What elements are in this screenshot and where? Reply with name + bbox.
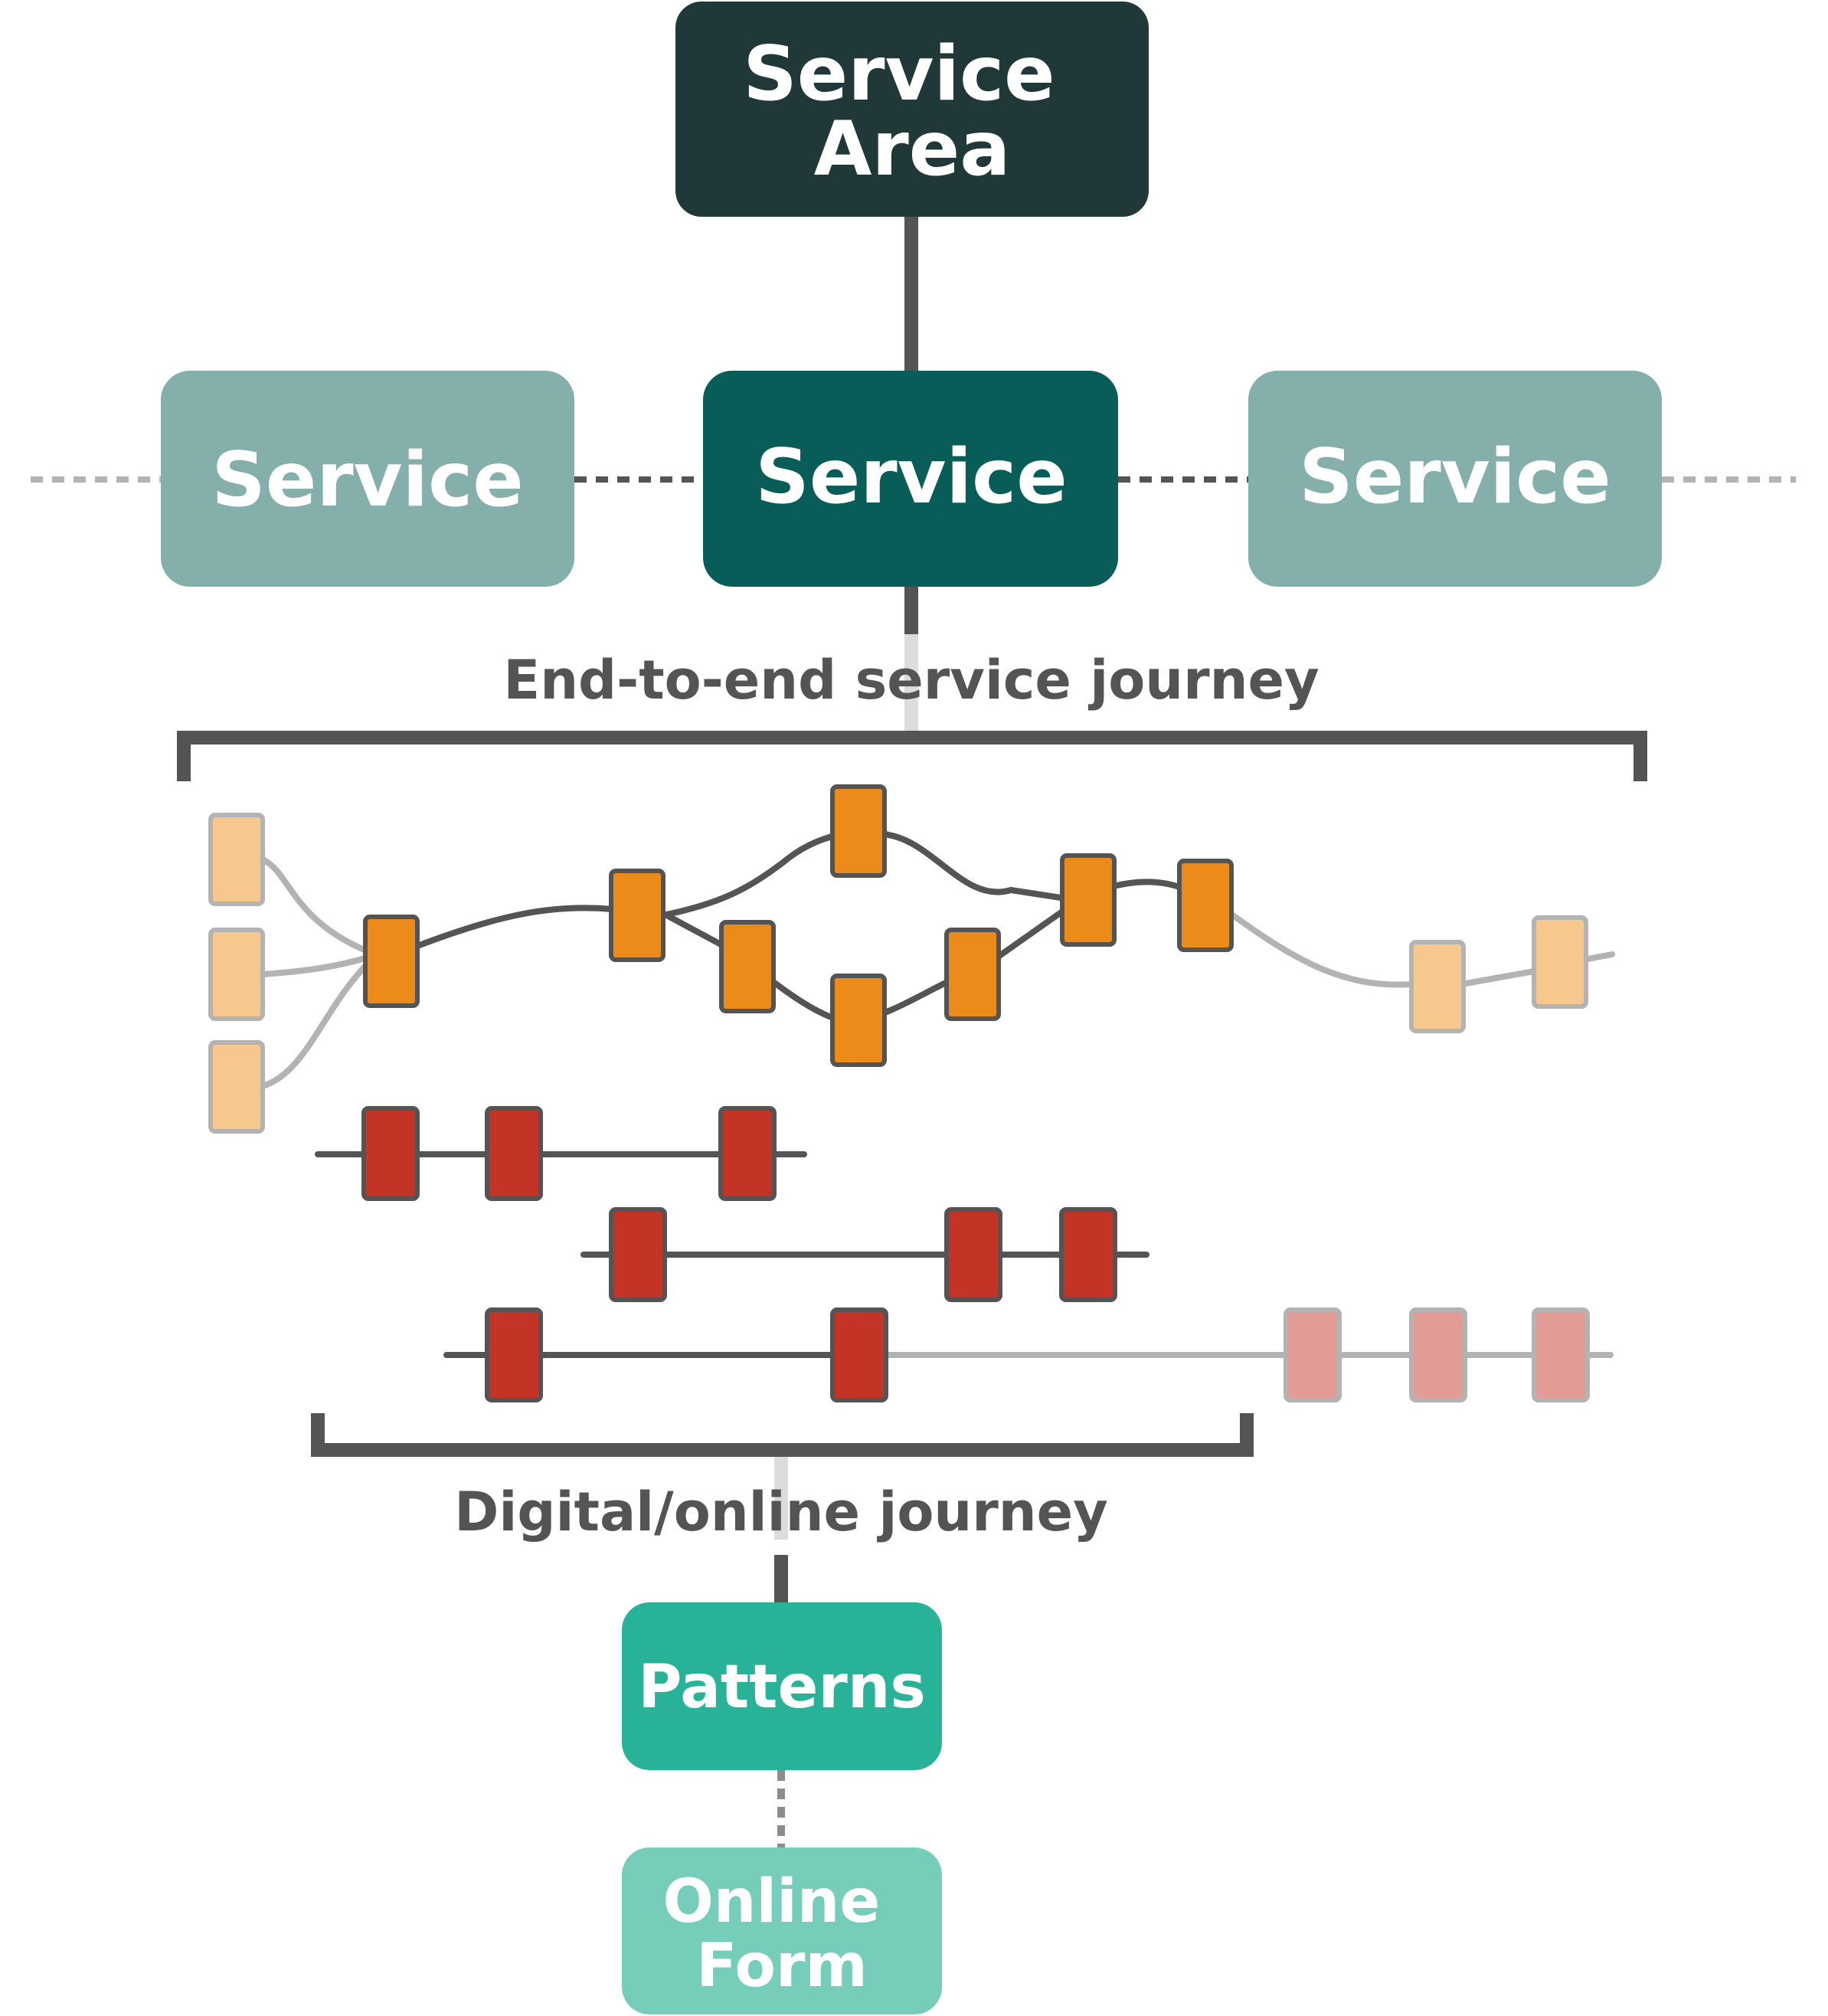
service-box-left-label: Service (211, 437, 523, 524)
digital-step[interactable] (485, 1106, 543, 1201)
service-area-label-line1: Service (743, 31, 1055, 118)
online-form-rect (622, 1847, 942, 2014)
digital-journey-bracket (311, 1413, 1254, 1457)
digital-journey-label: Digital/online journey (454, 1481, 1107, 1543)
journey-step[interactable] (944, 928, 1001, 1021)
digital-step-faded[interactable] (1409, 1307, 1467, 1402)
online-form-box[interactable]: Online Form (622, 1847, 942, 2014)
service-box-center-label: Service (755, 434, 1067, 521)
digital-step[interactable] (1059, 1207, 1117, 1302)
journey-steps (208, 784, 1588, 1134)
service-area-label-line2: Area (814, 106, 1011, 193)
digital-journey-row-1 (315, 1106, 807, 1201)
service-box-center[interactable]: Service (703, 371, 1118, 587)
svg-text:Service Area: Service Area (743, 31, 1081, 193)
journey-step[interactable] (830, 784, 887, 878)
journey-path-out (1230, 912, 1615, 988)
end-to-end-bracket (177, 731, 1647, 781)
service-box-left[interactable]: Service (161, 371, 574, 587)
journey-step[interactable] (363, 915, 420, 1008)
online-form-label-line1: Online (663, 1867, 881, 1936)
patterns-label: Patterns (638, 1653, 926, 1722)
svg-text:Online Form: Online Form (663, 1867, 901, 2001)
digital-journey-row-3 (443, 1307, 1614, 1402)
journey-step[interactable] (830, 974, 887, 1067)
journey-step-faded[interactable] (1532, 915, 1588, 1009)
service-box-right[interactable]: Service (1248, 371, 1662, 587)
patterns-box[interactable]: Patterns (622, 1602, 942, 1770)
service-box-right-label: Service (1299, 434, 1611, 521)
journey-step-faded[interactable] (208, 1040, 265, 1134)
service-box-left-rect (161, 371, 574, 587)
digital-step-faded[interactable] (1532, 1307, 1590, 1402)
journey-step-faded[interactable] (208, 928, 265, 1021)
journey-path-main-a (414, 905, 616, 949)
service-box-center-rect (703, 371, 1118, 587)
digital-step[interactable] (718, 1106, 777, 1201)
journey-step[interactable] (1177, 859, 1234, 952)
digital-step[interactable] (944, 1207, 1002, 1302)
journey-step[interactable] (609, 869, 665, 962)
digital-step[interactable] (485, 1307, 543, 1402)
journey-step[interactable] (719, 920, 776, 1013)
online-form-label-line2: Form (696, 1932, 867, 2001)
journey-path-in-top (260, 856, 371, 954)
journey-step-faded[interactable] (1409, 940, 1466, 1033)
service-area-box[interactable]: Service Area (675, 2, 1149, 217)
journey-path-in-mid (260, 954, 371, 977)
journey-step-faded[interactable] (208, 813, 265, 906)
digital-step[interactable] (361, 1106, 420, 1201)
journey-path-main-b (1107, 879, 1182, 890)
digital-journey-row-2 (580, 1207, 1149, 1302)
digital-step-faded[interactable] (1284, 1307, 1342, 1402)
journey-step[interactable] (1060, 853, 1117, 947)
digital-step[interactable] (609, 1207, 667, 1302)
service-box-right-rect (1248, 371, 1662, 587)
service-area-rect (675, 2, 1149, 217)
patterns-rect (622, 1602, 942, 1770)
journey-path-in-bottom (260, 961, 371, 1089)
end-to-end-journey-label: End-to-end service journey (503, 649, 1319, 712)
digital-step[interactable] (830, 1307, 888, 1402)
